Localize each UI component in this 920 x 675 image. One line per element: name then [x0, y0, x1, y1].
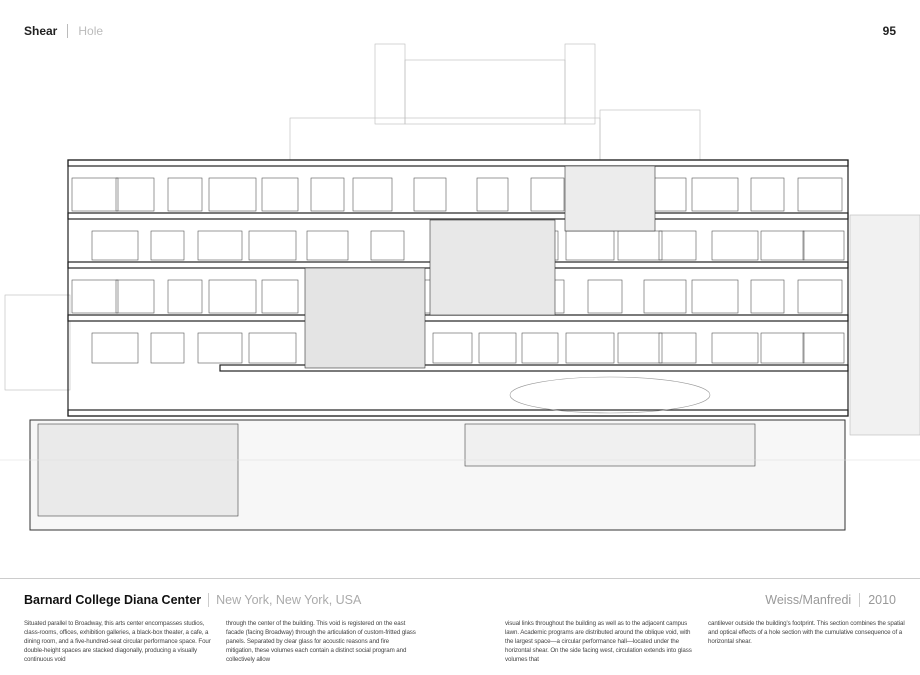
building-outline	[67, 159, 849, 417]
room	[208, 279, 257, 314]
room	[658, 332, 697, 364]
room	[691, 177, 739, 212]
room	[658, 230, 697, 261]
room	[521, 332, 559, 364]
room	[248, 332, 297, 364]
room	[530, 177, 565, 212]
room	[802, 230, 845, 261]
room	[617, 230, 663, 261]
running-header: Shear Hole	[24, 24, 103, 38]
room	[587, 279, 623, 314]
body-column-2: through the center of the building. This…	[226, 620, 416, 663]
room	[208, 177, 257, 212]
room	[167, 177, 203, 212]
room	[71, 177, 119, 212]
caption-rule	[0, 578, 920, 579]
glass-volume	[304, 267, 426, 369]
floor-slab	[67, 409, 849, 417]
section-label: Shear	[24, 24, 58, 38]
room	[248, 230, 297, 261]
room	[261, 279, 299, 314]
room	[750, 177, 785, 212]
floor-slab	[67, 159, 849, 167]
room	[352, 177, 393, 212]
room	[760, 230, 805, 261]
body-column-3: visual links throughout the building as …	[505, 620, 692, 663]
divider	[208, 593, 210, 607]
room	[750, 279, 785, 314]
room	[797, 279, 843, 314]
room	[261, 177, 299, 212]
glass-volume	[429, 219, 556, 316]
ground	[0, 376, 920, 531]
room	[370, 230, 405, 261]
room	[691, 279, 739, 314]
room	[476, 177, 509, 212]
architect: Weiss/Manfredi	[765, 593, 852, 607]
project-credit: Weiss/Manfredi 2010	[765, 593, 896, 607]
room	[310, 177, 345, 212]
project-title: Barnard College Diana Center New York, N…	[24, 593, 361, 607]
floor-slab	[67, 212, 849, 220]
body-column-1: Situated parallel to Broadway, this arts…	[24, 620, 211, 663]
room	[115, 279, 155, 314]
room	[760, 332, 805, 364]
building-section-drawing	[0, 43, 920, 531]
project-location: New York, New York, USA	[216, 593, 362, 607]
room	[115, 177, 155, 212]
room	[711, 230, 759, 261]
room	[413, 177, 447, 212]
room	[197, 230, 243, 261]
room	[91, 332, 139, 364]
room	[711, 332, 759, 364]
floor-slab	[67, 314, 849, 322]
year: 2010	[868, 593, 896, 607]
room	[643, 279, 687, 314]
room	[197, 332, 243, 364]
room	[71, 279, 119, 314]
page-number: 95	[882, 24, 896, 38]
divider	[67, 24, 69, 38]
room	[306, 230, 349, 261]
room	[150, 230, 185, 261]
room	[432, 332, 473, 364]
body-column-4: cantilever outside the building’s footpr…	[708, 620, 905, 645]
glass-volume	[564, 165, 656, 232]
room	[167, 279, 203, 314]
room	[565, 332, 615, 364]
room	[91, 230, 139, 261]
subsection-label: Hole	[78, 24, 104, 38]
room	[802, 332, 845, 364]
room	[797, 177, 843, 212]
room	[478, 332, 517, 364]
divider	[859, 593, 861, 607]
project-name: Barnard College Diana Center	[24, 593, 202, 607]
room	[617, 332, 663, 364]
building-floors	[67, 159, 849, 417]
room	[565, 230, 615, 261]
room	[150, 332, 185, 364]
